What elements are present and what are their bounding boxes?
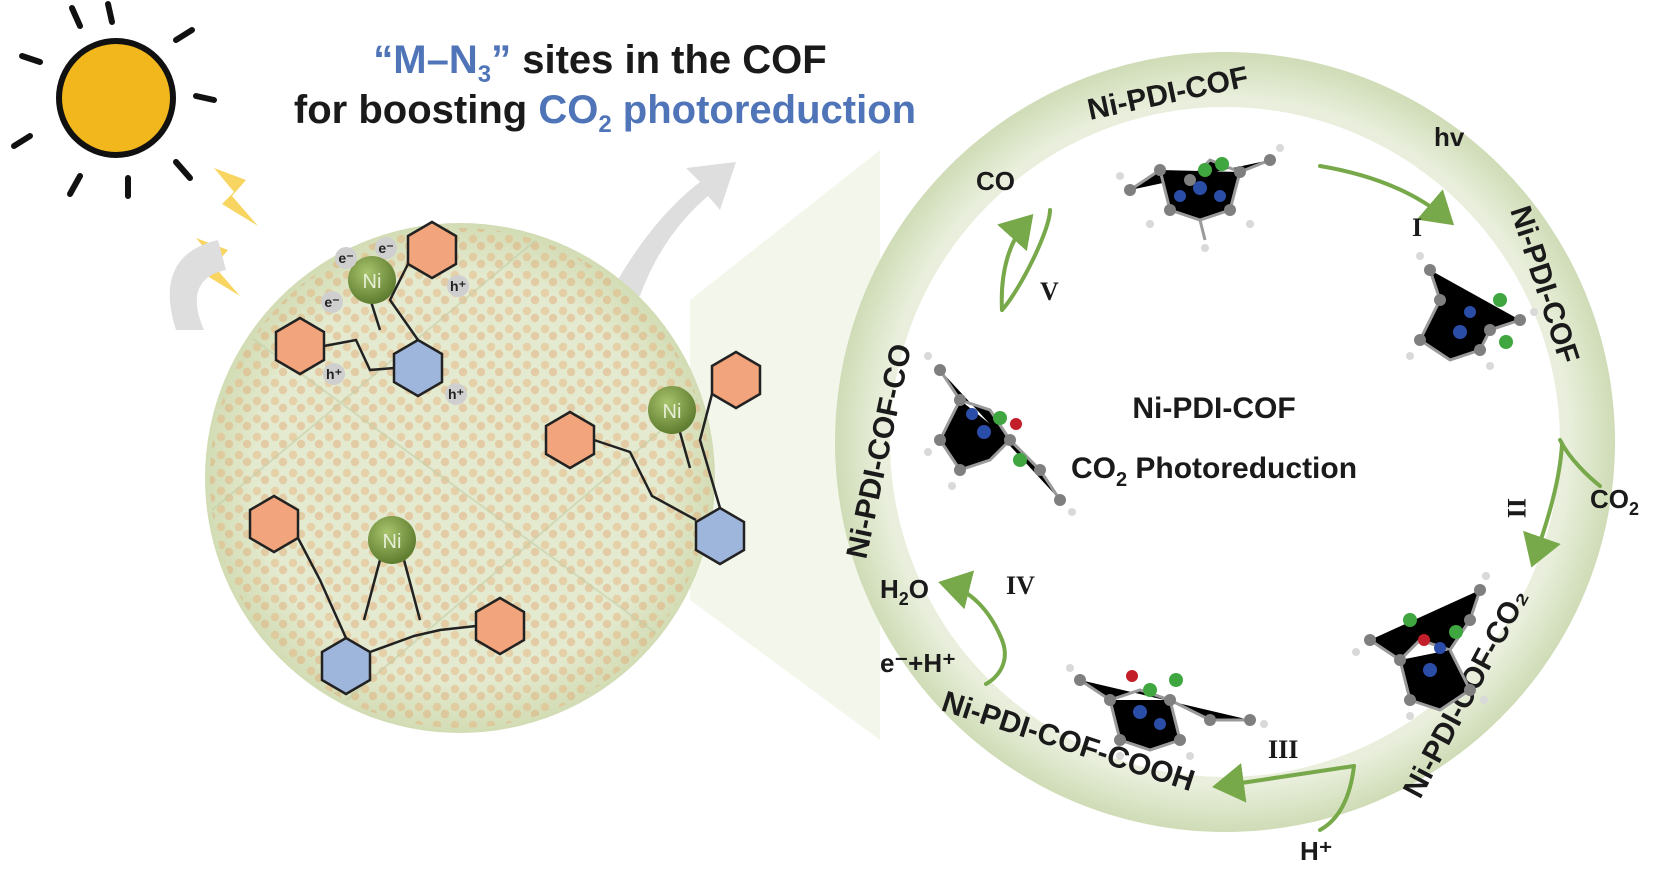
arrow-e-h-in (984, 638, 1007, 686)
headline-co2-subscript: 2 (598, 111, 612, 138)
step-label-5: V (1040, 277, 1059, 306)
reagent-h-plus: H⁺ (1300, 836, 1333, 866)
reagent-hv: hv (1434, 122, 1465, 152)
nickel-label-right: Ni (663, 401, 682, 423)
molecule-ni-pdi-cof-top (1116, 144, 1284, 252)
headline-accent-quote: ” (491, 38, 512, 82)
molecule-ni-pdi-cof-co (924, 352, 1076, 516)
reagent-co2: CO2 (1590, 484, 1639, 519)
electron-label-3: e⁻ (324, 294, 339, 310)
step-label-4: IV (1006, 571, 1035, 600)
headline-line-2-prefix: for boosting (293, 88, 539, 132)
headline-accent-co2: CO2 photoreduction (538, 88, 917, 138)
molecule-ni-pdi-cof-cooh (1066, 664, 1268, 760)
center-subtitle-subscript: 2 (1116, 469, 1127, 491)
charge-carriers: e⁻ e⁻ e⁻ h⁺ h⁺ h⁺ (321, 237, 469, 405)
cof-framework-circle (205, 223, 715, 733)
molecule-ni-pdi-cof-excited (1406, 252, 1538, 370)
ni-pdi-motif-top (274, 220, 458, 398)
arrow-h-in (1318, 764, 1356, 832)
center-subtitle-rest: Photoreduction (1127, 452, 1357, 485)
headline-line-2: for boosting CO2 photoreduction (240, 88, 970, 139)
headline-co-text: CO (538, 88, 599, 132)
nickel-atom-top: Ni (348, 256, 396, 304)
headline-accent-subscript: 3 (477, 61, 492, 88)
reagent-water-h: H (880, 574, 899, 604)
arrow-step-4 (938, 570, 1004, 642)
nickel-label-bottom: Ni (383, 531, 402, 553)
hole-label-1: h⁺ (450, 278, 466, 294)
arrow-co-out (1000, 208, 1052, 312)
zoom-cone (690, 150, 880, 740)
cycle-arrows (938, 164, 1602, 832)
electron-label-1: e⁻ (338, 250, 353, 266)
step-label-3: III (1268, 735, 1298, 764)
headline-photoreduction-text: photoreduction (611, 88, 917, 132)
grey-curved-arrow-icon (169, 162, 736, 330)
ni-pdi-motif-bottom: Ni (248, 494, 526, 696)
arrow-step-5 (997, 214, 1034, 312)
sun-icon (11, 1, 217, 199)
ni-pdi-motif-right: Ni (544, 350, 762, 566)
electron-label-2: e⁻ (378, 240, 393, 256)
reagent-co2-text: CO (1590, 484, 1629, 514)
hole-label-2: h⁺ (326, 366, 342, 382)
cycle-center-title: Ni-PDI-COF (1132, 392, 1295, 425)
reagent-water-subscript: 2 (899, 589, 909, 609)
nickel-label-top: Ni (363, 271, 382, 293)
molecule-ni-pdi-cof-co2 (1352, 572, 1490, 720)
reagent-water: H2O (880, 574, 929, 609)
hole-label-3: h⁺ (448, 386, 464, 402)
center-subtitle-co: CO (1071, 452, 1116, 485)
reagent-water-o: O (909, 574, 929, 604)
headline-line-1: “M–N3” sites in the COF (300, 38, 900, 89)
cycle-center-subtitle: CO2 Photoreduction (1071, 452, 1357, 491)
arrow-step-2 (1523, 442, 1564, 568)
reagent-co2-subscript: 2 (1629, 499, 1639, 519)
reagent-co: CO (976, 166, 1015, 196)
arrow-step-1 (1318, 164, 1455, 226)
step-label-2: II (1502, 498, 1531, 518)
reagent-electron-proton: e⁻+H⁺ (880, 648, 956, 678)
arrow-step-3 (1212, 763, 1356, 803)
headline-accent-text: “M–N (373, 38, 478, 82)
step-label-1: I (1412, 213, 1422, 242)
headline-line-1-rest: sites in the COF (522, 38, 827, 82)
arrow-co2-in (1558, 438, 1602, 488)
headline-accent-metal-nitrogen: “M–N3” (373, 38, 522, 88)
